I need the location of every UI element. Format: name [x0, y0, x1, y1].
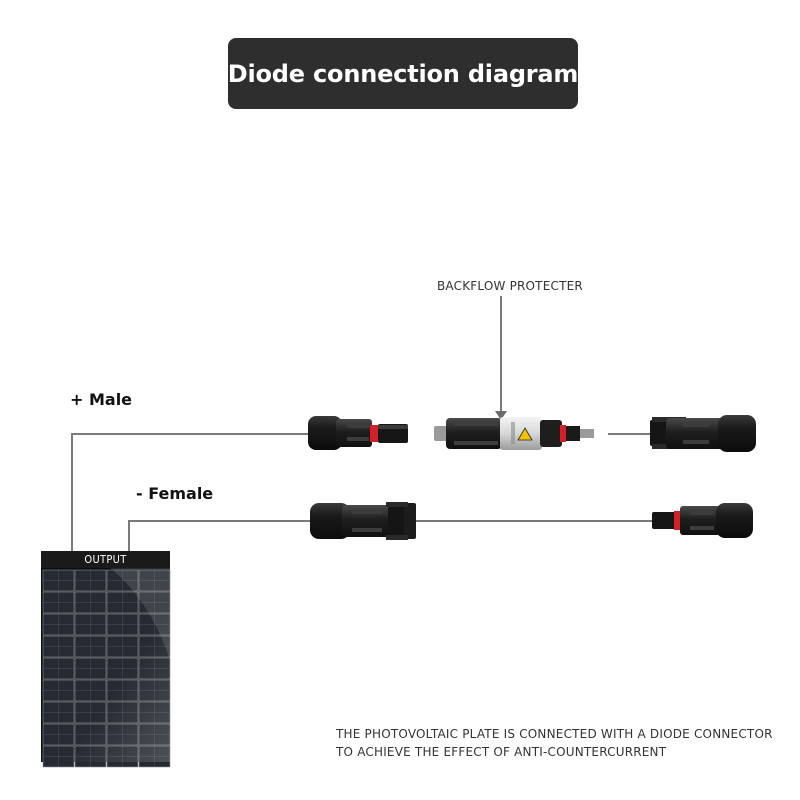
male-wire-horizontal: [71, 433, 309, 435]
output-label: OUTPUT: [41, 551, 170, 568]
female-wire-middle: [415, 520, 652, 522]
male-wire-vertical: [71, 433, 73, 551]
title-box: Diode connection diagram: [228, 38, 578, 109]
female-connector-left-bottom: [310, 502, 416, 540]
female-wire-horizontal: [128, 520, 311, 522]
backflow-arrow-icon: [495, 411, 507, 420]
backflow-protecter: [434, 417, 594, 450]
male-connector-left: [308, 416, 408, 450]
diagram-title: Diode connection diagram: [227, 59, 579, 88]
caption-line-2: TO ACHIEVE THE EFFECT OF ANTI-COUNTERCUR…: [336, 745, 667, 759]
female-connector-right-top: [650, 415, 756, 452]
backflow-pointer-line: [500, 296, 502, 413]
male-label: + Male: [70, 390, 133, 409]
male-connector-right-bottom: [652, 503, 753, 538]
solar-panel: [41, 566, 171, 768]
female-label: - Female: [136, 484, 214, 503]
caption-line-1: THE PHOTOVOLTAIC PLATE IS CONNECTED WITH…: [336, 727, 773, 741]
female-wire-vertical: [128, 520, 130, 551]
male-wire-right: [608, 433, 652, 435]
backflow-label: BACKFLOW PROTECTER: [437, 279, 583, 293]
warning-icon: [517, 427, 533, 441]
